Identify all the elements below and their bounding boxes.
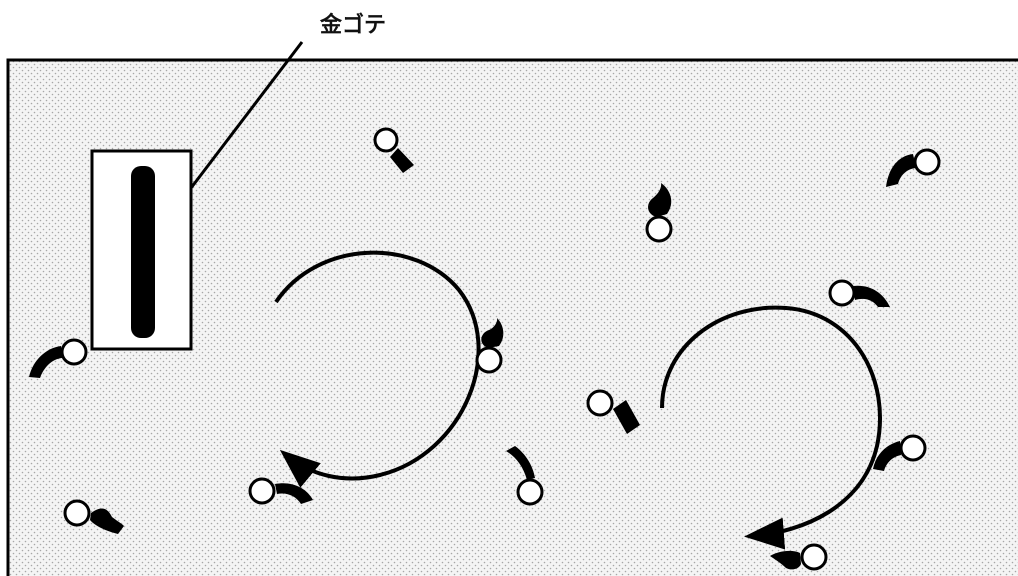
trowel-label: 金ゴテ: [319, 12, 386, 38]
metal-trowel: [92, 151, 191, 349]
trowel-handle: [131, 166, 155, 338]
